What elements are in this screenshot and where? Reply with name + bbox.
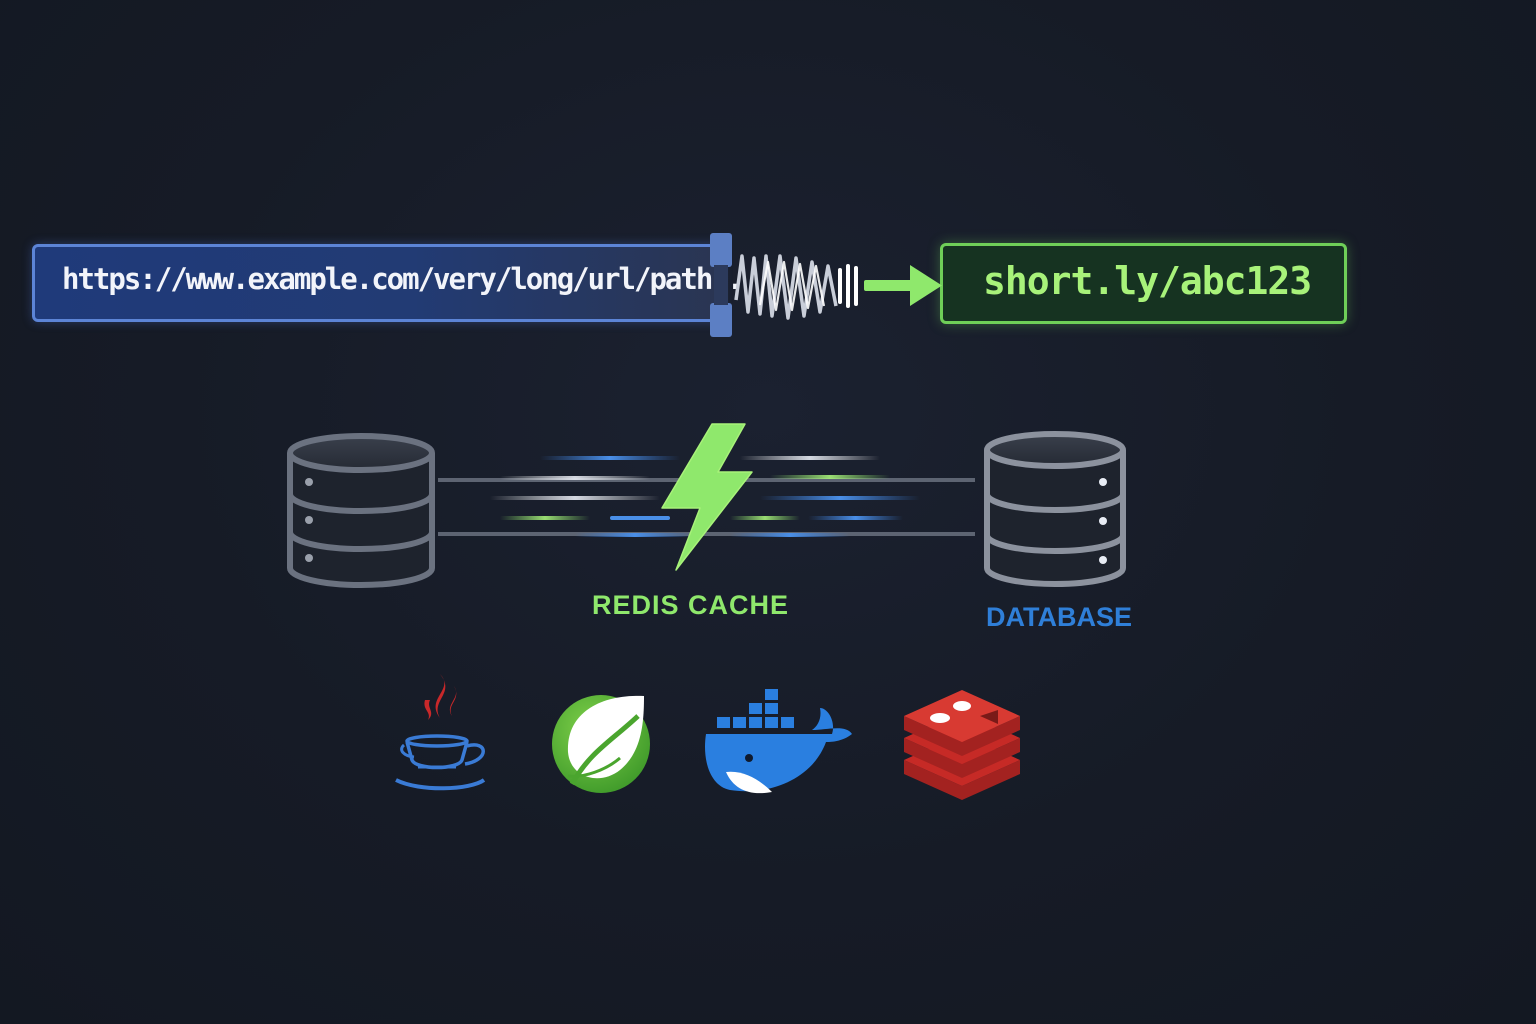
- cache-server-icon: [287, 433, 435, 588]
- java-icon: [395, 674, 486, 791]
- lightning-bolt-icon: [661, 423, 753, 571]
- docker-icon: [705, 689, 852, 794]
- long-url-box: [32, 244, 722, 322]
- redis-icon: [904, 690, 1020, 800]
- database-icon: [984, 431, 1126, 587]
- short-url-box: [940, 243, 1347, 324]
- database-label: DATABASE: [986, 602, 1132, 632]
- spring-compress-icon: [710, 233, 858, 337]
- cache-label: REDIS CACHE: [592, 590, 790, 620]
- short-url-text: short.ly/abc123: [983, 259, 1312, 303]
- spring-icon: [552, 695, 650, 793]
- long-url-text: https://www.example.com/very/long/url/pa…: [62, 262, 744, 296]
- speed-streaks: [490, 456, 920, 537]
- arrow-right-icon: [864, 265, 942, 306]
